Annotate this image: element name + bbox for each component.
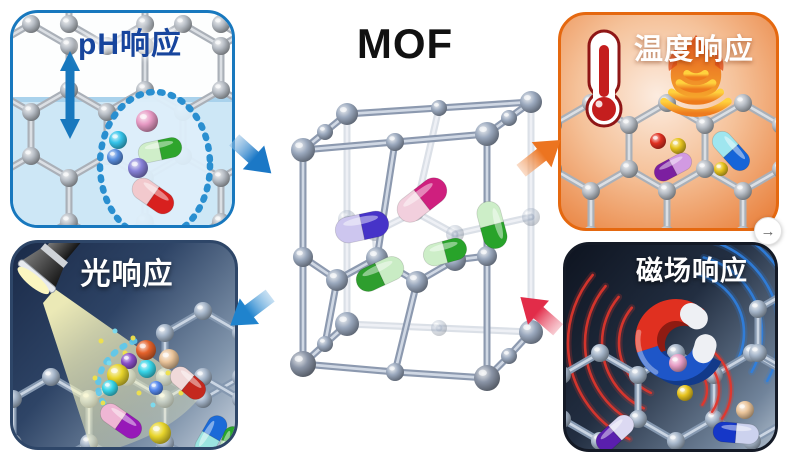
red-white-capsule — [169, 366, 207, 400]
pink-purple-capsule — [99, 403, 143, 439]
up-down-arrow-icon — [60, 51, 80, 139]
pink-sphere — [136, 110, 158, 132]
green-capsule — [217, 426, 235, 447]
magnet-panel-graphic — [566, 245, 775, 449]
red-capsule — [131, 177, 175, 215]
panel-magnet-response: 磁场响应 — [563, 242, 778, 452]
panel-light-response: 光响应 — [10, 240, 238, 450]
arrow-mof-to-temperature — [516, 139, 561, 177]
arrow-right-icon: → — [760, 222, 776, 240]
green-capsule-2 — [355, 256, 405, 292]
orange-sphere — [136, 340, 156, 360]
green-capsule-3 — [423, 237, 467, 267]
blue-sphere — [107, 149, 123, 165]
blue-sphere — [149, 381, 163, 395]
mof-title: MOF — [356, 20, 454, 67]
mof-cage-graphic — [290, 91, 543, 391]
pink-sphere — [669, 354, 687, 372]
arrow-magnet-to-mof — [520, 296, 564, 336]
yellow-sphere-2 — [149, 422, 171, 444]
yellow-sphere-2 — [714, 162, 728, 176]
arrow-mof-to-light — [230, 289, 275, 326]
thermometer-icon — [585, 29, 623, 128]
mof-framework — [255, 72, 555, 407]
blue-capsule — [711, 130, 751, 172]
tan-sphere — [736, 401, 754, 419]
temperature-panel-graphic — [561, 29, 776, 228]
yellow-sphere — [677, 385, 693, 401]
cyan-sphere — [138, 360, 156, 378]
purple-white-capsule — [595, 414, 635, 449]
blue-white-capsule — [712, 421, 760, 445]
ph-panel-graphic — [13, 13, 232, 225]
cyan-sphere — [109, 131, 127, 149]
purple-capsule — [653, 152, 693, 182]
tan-sphere — [159, 349, 179, 369]
heat-waves-icon — [660, 35, 732, 117]
violet-sphere — [128, 158, 148, 178]
flashlight-icon — [17, 243, 86, 295]
cyan-sphere-2 — [102, 380, 118, 396]
purple-sphere — [121, 353, 137, 369]
arrow-ph-to-mof — [229, 134, 272, 174]
red-sphere — [650, 133, 666, 149]
green-capsule-1 — [476, 201, 508, 249]
violet-capsule — [334, 210, 390, 244]
panel-ph-response: pH响应 — [10, 10, 235, 228]
release-bubble — [96, 88, 214, 225]
magenta-capsule — [396, 177, 448, 223]
light-panel-graphic — [13, 243, 235, 447]
panel-temperature-response: 温度响应 — [558, 12, 779, 231]
carousel-next-button[interactable]: → — [754, 217, 782, 245]
yellow-sphere — [670, 138, 686, 154]
green-capsule — [137, 137, 183, 163]
magnetic-field-lines — [566, 245, 775, 449]
